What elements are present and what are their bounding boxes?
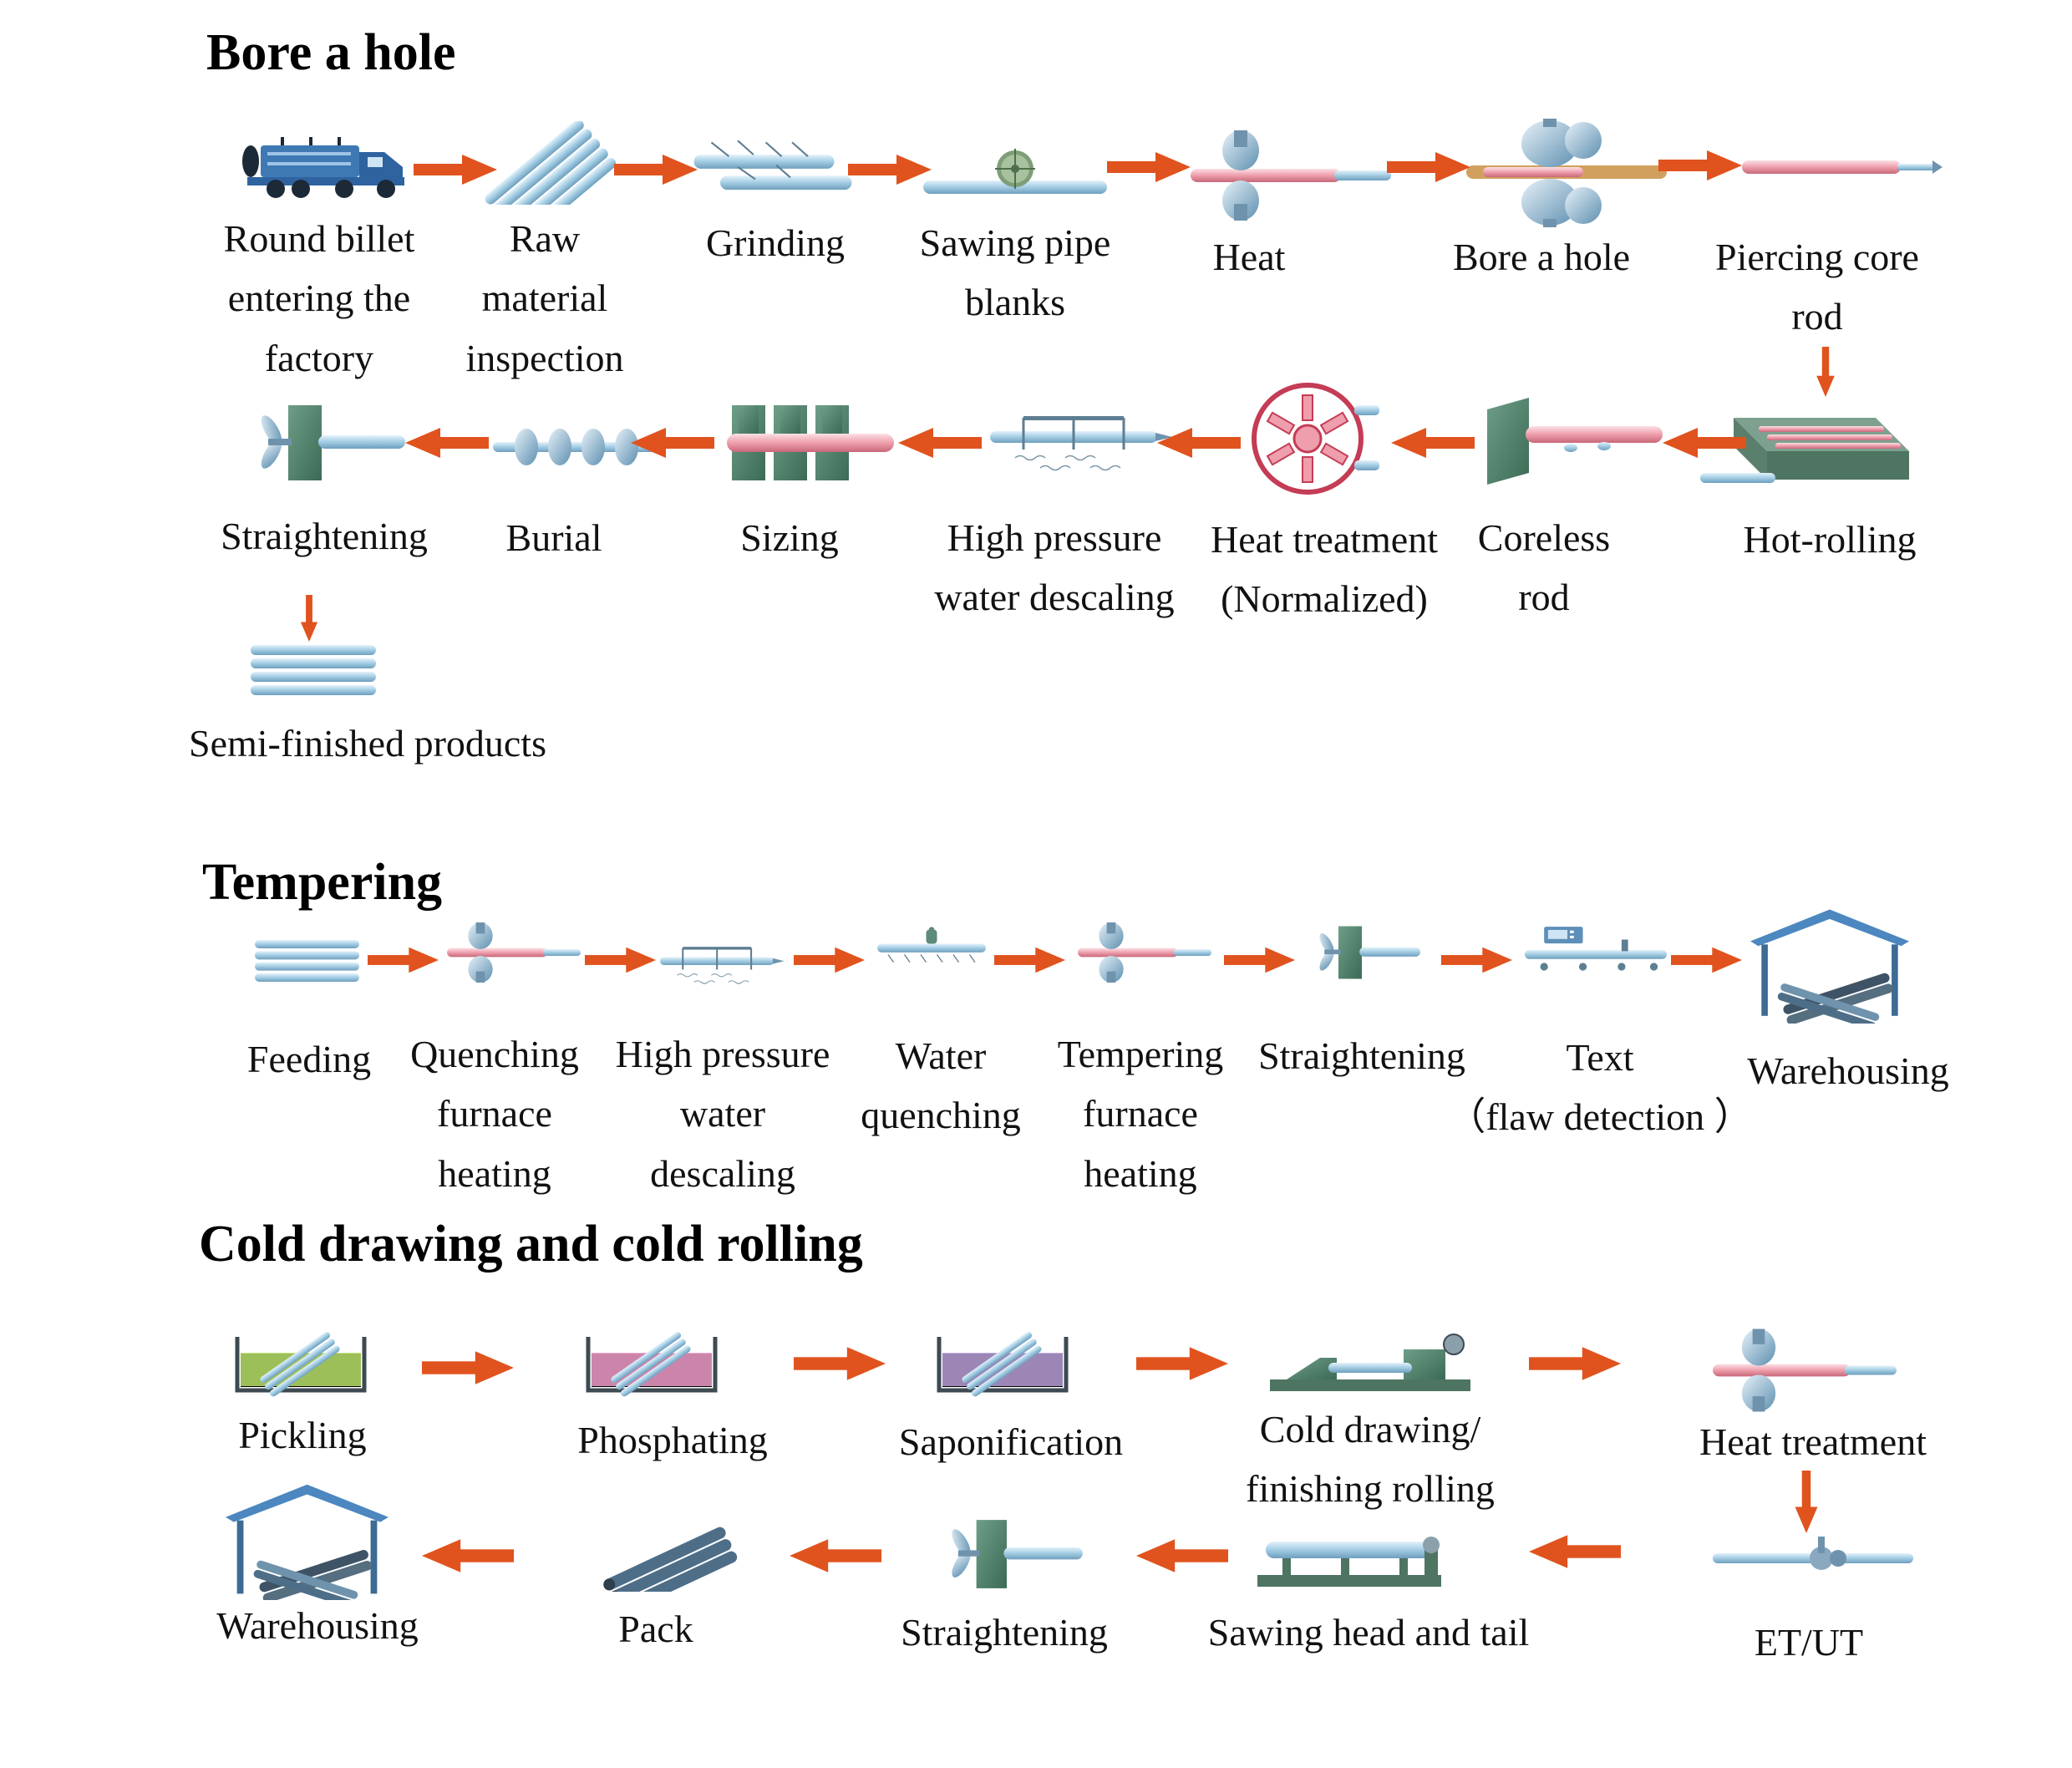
heating-rollers-icon — [1078, 922, 1211, 983]
step-label: Pickling — [238, 1414, 367, 1456]
flow-arrow — [848, 155, 932, 185]
straightener-icon — [948, 1520, 1083, 1588]
hot-rolling-mill-icon — [1700, 418, 1909, 483]
flow-arrow — [422, 1539, 514, 1572]
phosphating-liquid — [592, 1353, 712, 1386]
piercing-mill-icon — [1466, 119, 1667, 227]
step-label: Water quenching — [861, 1034, 1021, 1137]
flow-arrow — [1658, 150, 1742, 180]
water-descaling-icon — [660, 945, 785, 985]
step-label: Straightening — [221, 515, 428, 557]
step-label: Cold drawing/ finishing rolling — [1246, 1408, 1495, 1511]
section-title-tempering: Tempering — [202, 854, 443, 911]
step-label: Grinding — [705, 221, 846, 264]
step-label: Tempering furnace heating — [1057, 1033, 1224, 1195]
heating-rollers-icon — [1713, 1329, 1897, 1412]
step-label: Heat — [1212, 236, 1286, 278]
step-label: Heat treatment (Normalized) — [1210, 518, 1439, 621]
coreless-rod-icon — [1487, 398, 1663, 485]
flow-arrow — [585, 947, 656, 973]
step-label: Sawing head and tail — [1207, 1611, 1530, 1654]
step-label: Round billet entering the factory — [223, 217, 415, 379]
flow-arrow — [1529, 1347, 1621, 1380]
flow-arrow — [1136, 1347, 1228, 1380]
flow-arrow — [1795, 1471, 1818, 1533]
step-label: Hot-rolling — [1743, 518, 1917, 561]
straightener-icon — [1317, 926, 1420, 979]
step-label: High pressure water descaling — [934, 516, 1175, 619]
pipe-stack-icon — [251, 645, 376, 695]
water-descaling-icon — [990, 414, 1174, 471]
step-label: Text （flaw detection ） — [1447, 1036, 1753, 1139]
heating-rollers-icon — [447, 922, 581, 983]
step-label: High pressure water descaling — [615, 1033, 830, 1195]
step-label: Feeding — [246, 1038, 372, 1080]
inspection-probe-icon — [1713, 1537, 1913, 1570]
flow-arrow — [1441, 947, 1512, 973]
grinding-icon — [693, 140, 853, 191]
flow-arrow — [368, 947, 439, 973]
flow-arrow — [1157, 428, 1241, 458]
sizing-mill-icon — [727, 405, 894, 480]
step-label: Coreless rod — [1477, 516, 1611, 619]
heating-rollers-icon — [1191, 130, 1391, 221]
step-label: Straightening — [901, 1611, 1108, 1654]
step-label: ET/UT — [1754, 1621, 1864, 1664]
normalizing-furnace-icon — [1254, 385, 1379, 492]
saw-bench-icon — [1257, 1537, 1441, 1587]
step-label: Quenching furnace heating — [410, 1033, 579, 1195]
tank-pipes — [260, 1332, 1042, 1397]
flow-arrow — [422, 1351, 514, 1384]
section-title-bore: Bore a hole — [206, 24, 456, 81]
flow-arrow — [1224, 947, 1295, 973]
flow-arrow — [994, 947, 1065, 973]
flow-arrow — [898, 428, 982, 458]
drawing-bench-icon — [1270, 1334, 1470, 1392]
step-label: Saponification — [898, 1420, 1124, 1463]
flow-arrow — [300, 595, 318, 642]
step-label: Straightening — [1258, 1034, 1465, 1077]
flow-arrow — [1816, 347, 1835, 397]
flow-arrow — [1136, 1539, 1228, 1572]
truck-icon — [242, 135, 406, 200]
flow-arrow — [1391, 428, 1475, 458]
pickling-liquid — [241, 1353, 361, 1386]
step-label: Bore a hole — [1452, 236, 1631, 278]
saponification-liquid — [942, 1353, 1063, 1386]
flow-arrow — [1387, 152, 1470, 182]
water-quench-icon — [877, 926, 986, 963]
flow-arrow — [794, 947, 865, 973]
step-label: Semi-finished products — [189, 722, 546, 765]
step-label: Sizing — [740, 516, 839, 559]
flow-arrow — [1107, 152, 1191, 182]
section-title-cold: Cold drawing and cold rolling — [199, 1216, 863, 1273]
step-label: Pack — [618, 1608, 693, 1650]
straightener-icon — [257, 405, 405, 480]
rollers-icon — [493, 429, 660, 465]
saw-icon — [923, 148, 1107, 195]
flow-arrow — [405, 428, 489, 458]
warehouse-icon — [1750, 909, 1909, 1024]
pipe-stack-icon — [255, 940, 359, 982]
step-label: Sawing pipe blanks — [919, 221, 1111, 324]
core-rod-icon — [1742, 160, 1942, 174]
flow-arrow — [614, 155, 698, 185]
step-label: Warehousing — [1747, 1049, 1949, 1092]
step-label: Warehousing — [216, 1604, 419, 1647]
flow-arrow — [794, 1347, 886, 1380]
flow-arrow — [414, 155, 497, 185]
step-label: Piercing core rod — [1715, 236, 1919, 338]
flow-arrow — [790, 1539, 881, 1572]
flow-arrow — [631, 428, 714, 458]
step-label: Phosphating — [577, 1419, 768, 1461]
step-label: Burial — [505, 516, 602, 559]
step-label: Raw material inspection — [465, 217, 624, 379]
step-label: Heat treatment — [1699, 1420, 1927, 1463]
flaw-detector-icon — [1525, 927, 1667, 971]
warehouse-icon — [226, 1484, 388, 1600]
flow-arrow — [1529, 1535, 1621, 1568]
flow-arrow — [1671, 947, 1742, 973]
